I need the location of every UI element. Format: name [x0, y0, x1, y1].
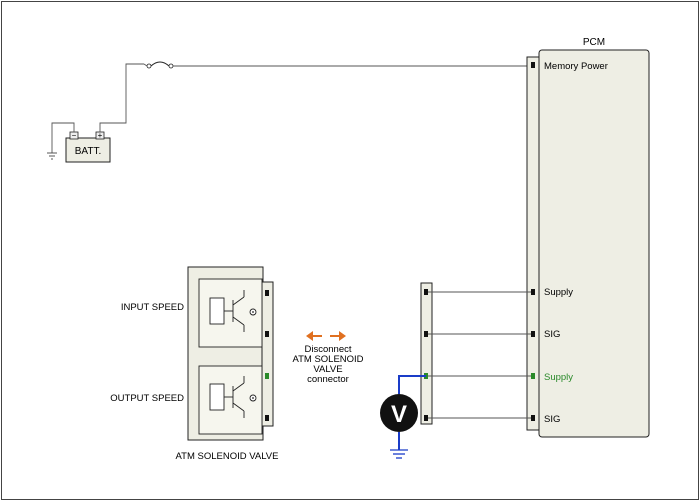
- pcm-pin-sig-2: [531, 415, 535, 421]
- atm-solenoid-valve: INPUT SPEED OUTPUT SPEED ATM SOLENOID VA…: [110, 266, 279, 462]
- pcm-pin-label-supply-2: Supply: [544, 372, 573, 383]
- pcm-body: [538, 49, 650, 438]
- voltmeter-body: [380, 394, 418, 432]
- transistor-icon: [232, 290, 245, 332]
- pcm-pin-label-memory-power: Memory Power: [544, 61, 608, 72]
- battery-neg-sign: −: [72, 131, 77, 140]
- solenoid-pin-1: [265, 290, 269, 296]
- solenoid-pin-3: [265, 373, 269, 379]
- output-speed-sensor: [198, 365, 263, 435]
- battery-label: BATT.: [75, 146, 101, 157]
- voltmeter-ground-icon: [390, 449, 408, 459]
- voltmeter-positive-probe: [398, 375, 426, 394]
- pcm-pin-label-sig-2: SIG: [544, 414, 560, 425]
- harness-connector: [420, 282, 433, 425]
- pcm-pin-label-sig-1: SIG: [544, 329, 560, 340]
- disconnect-note-line-4: connector: [307, 374, 349, 385]
- disconnect-note-line-1: Disconnect: [305, 344, 352, 355]
- input-sensor-element: [209, 297, 225, 325]
- pcm-module: PCM Memory Power Supply SIG Supply SIG: [526, 37, 650, 438]
- output-speed-label: OUTPUT SPEED: [110, 393, 184, 404]
- battery-positive-wire: [99, 63, 144, 132]
- pcm-pin-memory-power: [531, 62, 535, 68]
- battery-ground-wire: [51, 122, 75, 153]
- input-speed-label: INPUT SPEED: [121, 302, 184, 313]
- output-sensor-element: [209, 383, 225, 411]
- pcm-title: PCM: [583, 37, 605, 48]
- solenoid-label: ATM SOLENOID VALVE: [176, 451, 279, 462]
- fuse-icon: [146, 61, 174, 69]
- pcm-pin-sig-1: [531, 331, 535, 337]
- pcm-pin-supply-1: [531, 289, 535, 295]
- battery: − + BATT.: [47, 63, 144, 163]
- disconnect-note-line-2: ATM SOLENOID: [292, 354, 363, 365]
- solenoid-pin-2: [265, 331, 269, 337]
- voltmeter: V: [380, 375, 426, 459]
- battery-pos-sign: +: [98, 131, 103, 140]
- battery-body: [65, 137, 111, 163]
- disconnect-arrows-icon: [306, 331, 346, 341]
- harness-connector-body: [420, 282, 433, 425]
- transistor-icon: [232, 376, 245, 418]
- battery-ground-icon: [47, 152, 57, 160]
- disconnect-note-line-3: VALVE: [313, 364, 342, 375]
- pcm-pin-supply-2: [531, 373, 535, 379]
- solenoid-pin-4: [265, 415, 269, 421]
- pcm-pin-label-supply-1: Supply: [544, 287, 573, 298]
- fuse-input-wire: [143, 63, 148, 67]
- harness-pin-4: [424, 415, 428, 421]
- harness-pin-1: [424, 289, 428, 295]
- input-speed-sensor: [198, 278, 263, 348]
- harness-pin-2: [424, 331, 428, 337]
- voltmeter-symbol: V: [391, 401, 407, 428]
- disconnect-note: Disconnect ATM SOLENOID VALVE connector: [292, 331, 364, 385]
- solenoid-connector-strip: [261, 281, 274, 427]
